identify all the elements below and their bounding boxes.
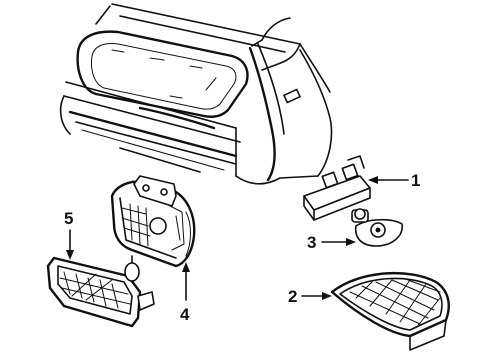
part-1-license-lamp-housing	[303, 155, 371, 221]
callout-1: 1	[411, 171, 420, 190]
part-2-parking-lamp-lens	[330, 272, 450, 351]
part-3-bulb-socket	[351, 208, 403, 247]
part-5-rear-lamp-lens	[46, 255, 155, 328]
arrowhead-5	[66, 250, 74, 260]
arrowhead-1	[368, 176, 378, 184]
callout-3: 3	[307, 233, 316, 252]
arrowhead-2	[322, 292, 332, 300]
arrowhead-3	[346, 238, 356, 246]
arrowhead-4	[182, 262, 190, 272]
callout-2: 2	[288, 287, 297, 306]
callout-5: 5	[64, 209, 73, 228]
vehicle-rear-body	[59, 3, 333, 185]
callout-4: 4	[180, 305, 190, 324]
part-4-corner-lamp-housing	[110, 175, 196, 268]
